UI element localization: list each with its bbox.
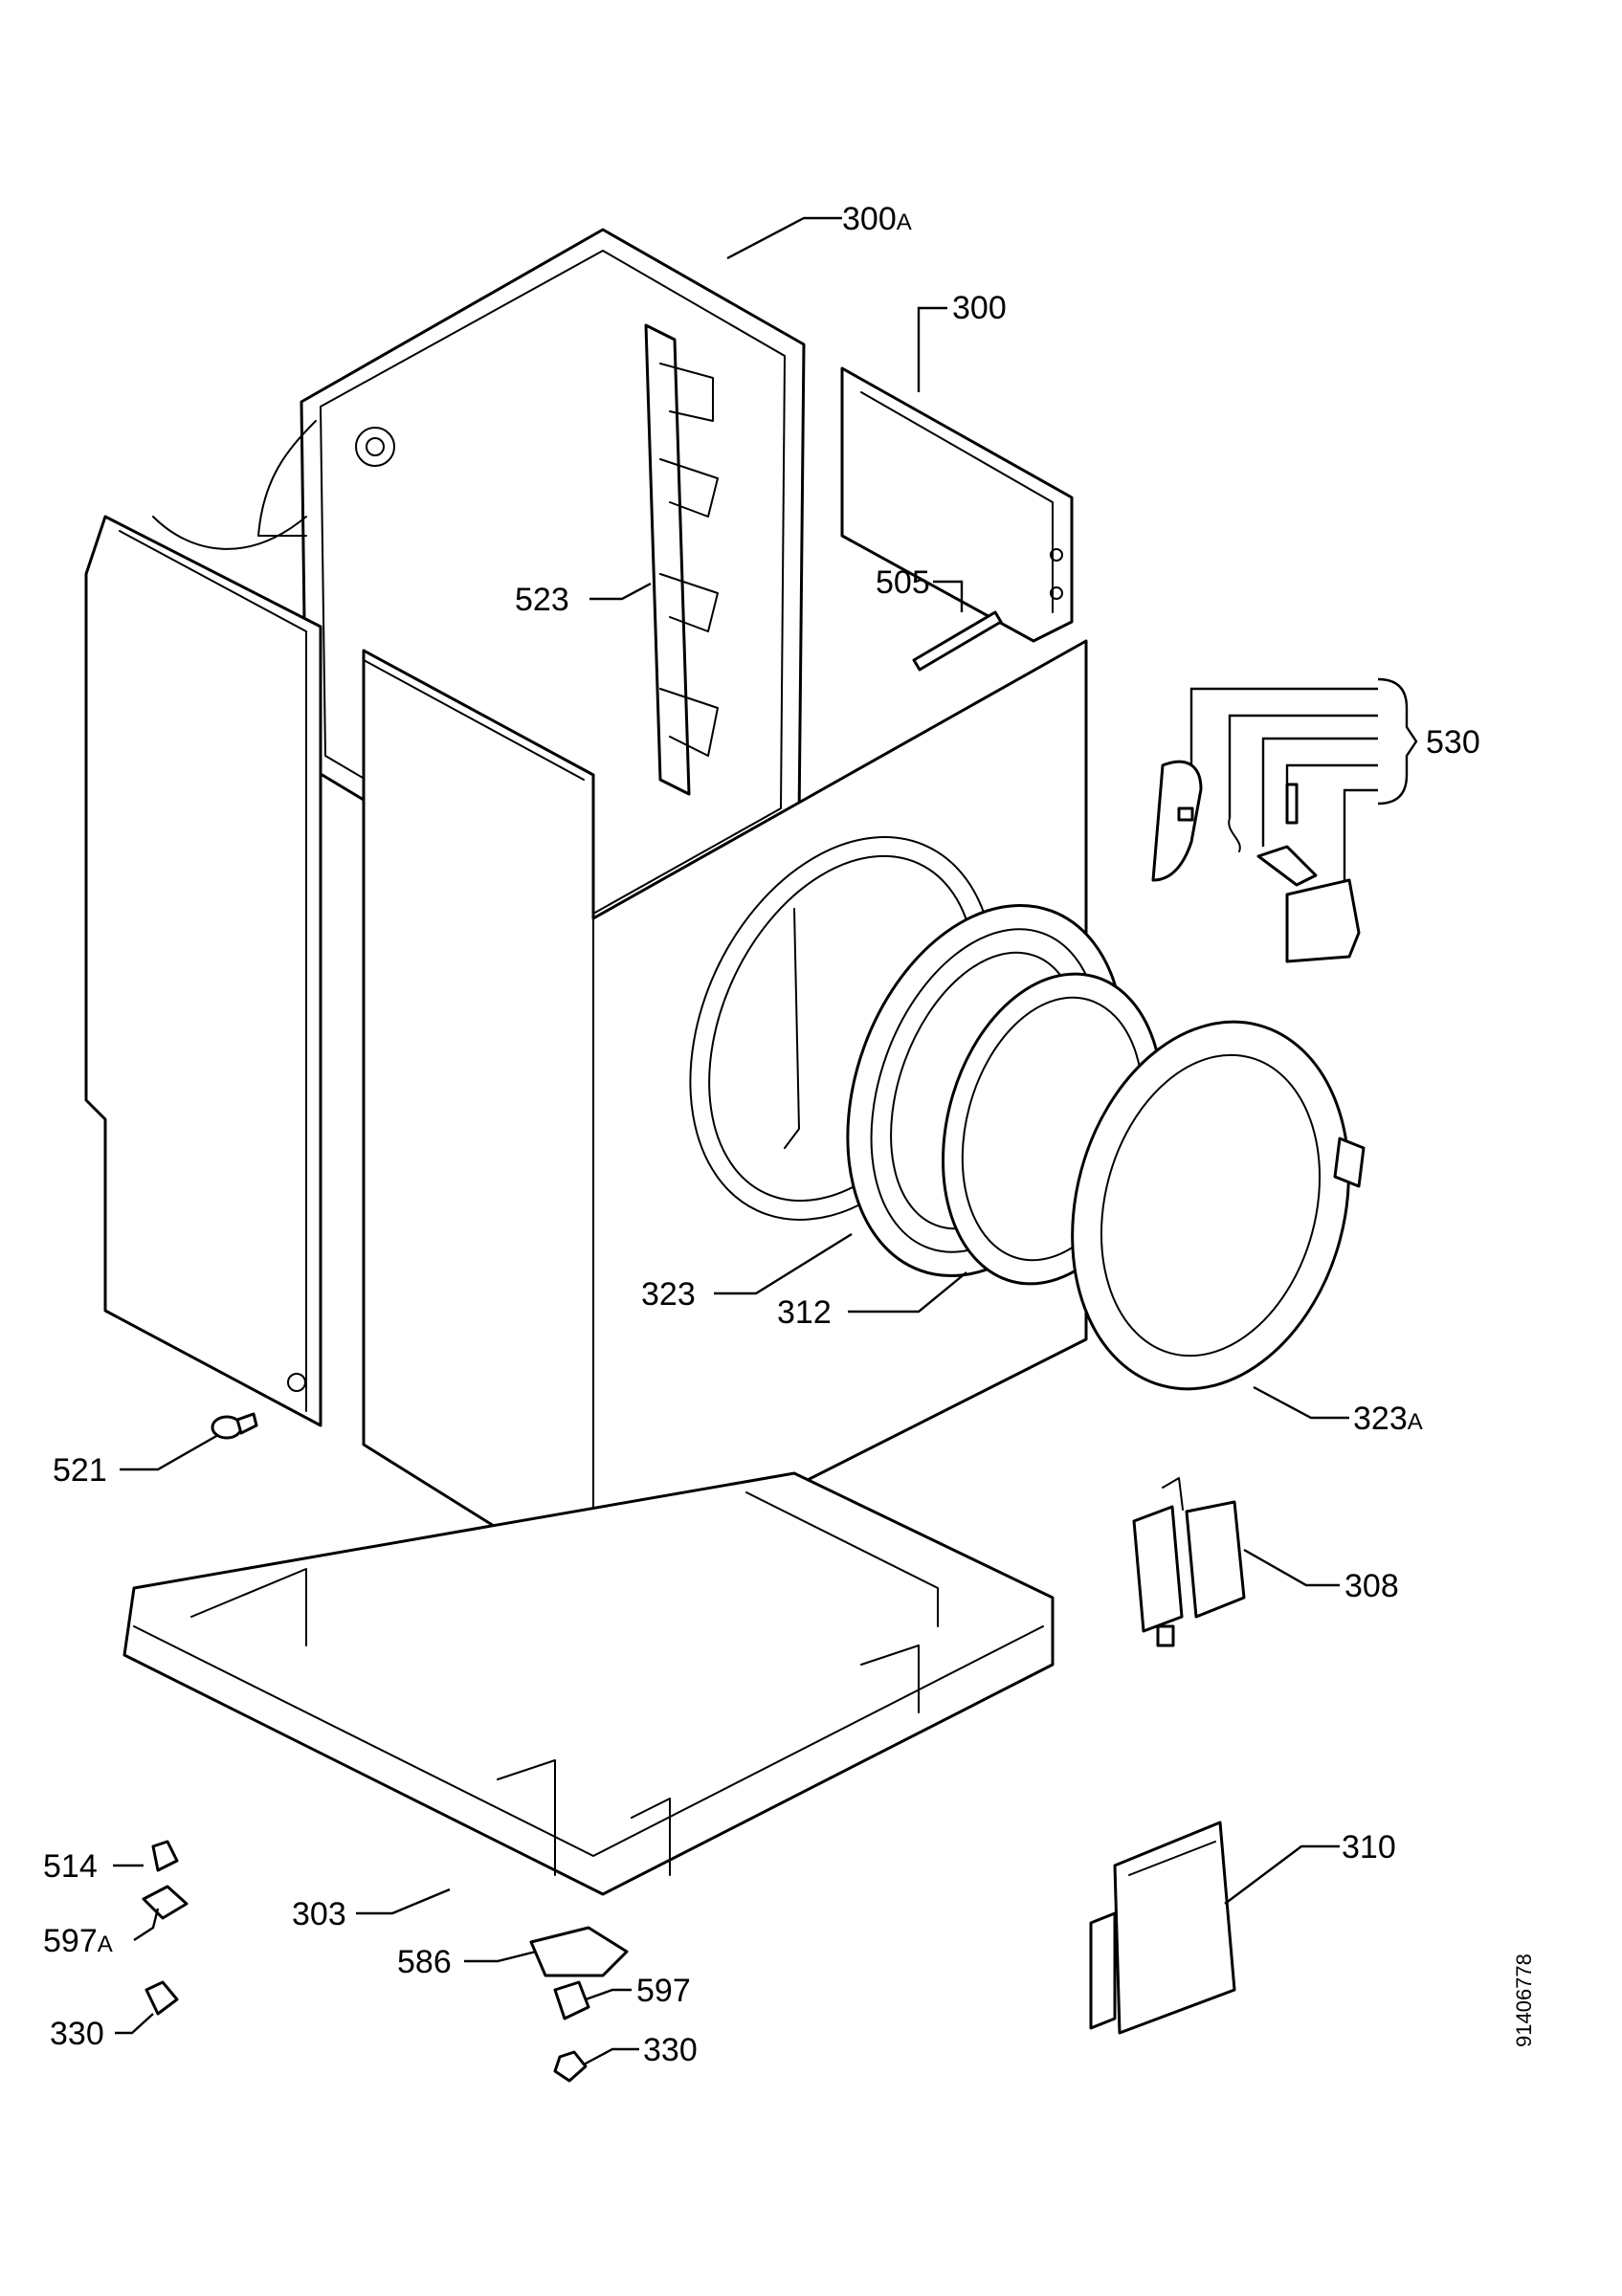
screw-514 — [151, 1840, 179, 1872]
label-597a: 597A — [43, 1923, 113, 1959]
label-597: 597 — [636, 1973, 691, 2009]
label-330-left: 330 — [50, 2016, 104, 2052]
nut-597 — [553, 1980, 590, 2020]
rear-rail-523 — [644, 323, 719, 796]
label-323: 323 — [641, 1276, 696, 1313]
label-303: 303 — [292, 1896, 346, 1932]
reference-labels: 300A 300 523 505 530 323 312 323A 521 30… — [43, 201, 1480, 2068]
label-523: 523 — [515, 582, 569, 618]
label-312: 312 — [777, 1294, 832, 1331]
label-300a: 300A — [842, 201, 912, 237]
screw-330-center — [553, 2050, 588, 2083]
nut-597a — [142, 1885, 189, 1920]
screw-521 — [211, 1412, 258, 1440]
door-hinge-set-530 — [1151, 760, 1361, 963]
hose-505 — [912, 610, 1003, 672]
foot-586 — [529, 1926, 629, 1977]
label-530: 530 — [1426, 724, 1480, 761]
left-side-panel — [84, 515, 322, 1427]
door-lock-308 — [1132, 1477, 1246, 1647]
label-323a: 323A — [1353, 1401, 1423, 1437]
leader-lines — [113, 216, 1418, 2066]
right-side-panel-300 — [840, 366, 1074, 643]
label-308: 308 — [1344, 1568, 1399, 1604]
label-586: 586 — [397, 1944, 452, 1980]
label-505: 505 — [876, 564, 930, 601]
label-514: 514 — [43, 1848, 98, 1885]
label-300: 300 — [952, 290, 1007, 326]
label-521: 521 — [53, 1452, 107, 1489]
service-flap-310 — [1089, 1821, 1236, 2035]
document-number: 91406778 — [1512, 1954, 1536, 2047]
label-330-center: 330 — [643, 2032, 698, 2068]
front-cabinet-panel — [362, 639, 1088, 1590]
base-plinth-303 — [122, 1471, 1055, 1896]
screw-330-left — [144, 1980, 179, 2016]
label-310: 310 — [1342, 1829, 1396, 1866]
door-outer-ring-323a — [1071, 1020, 1366, 1391]
